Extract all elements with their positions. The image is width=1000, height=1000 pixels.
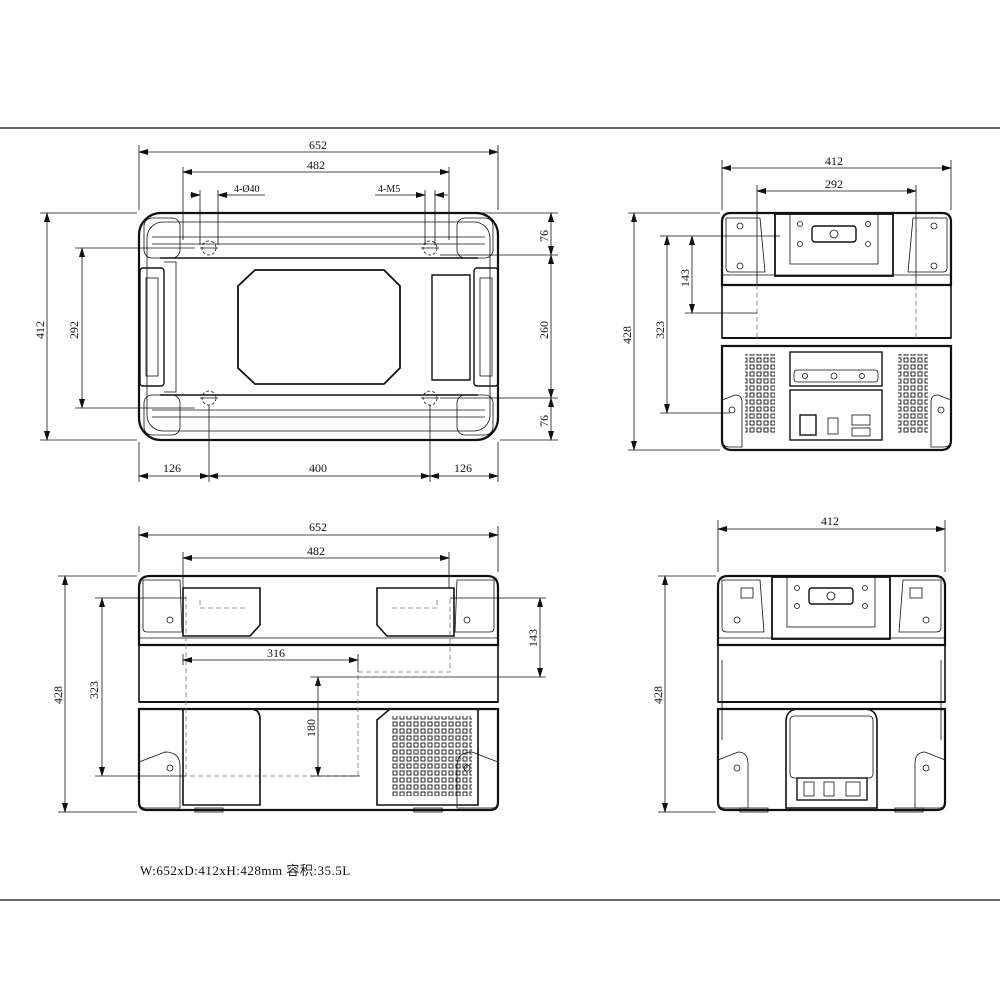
note-hole: 4-Ø40 [234, 184, 260, 195]
note-thread: 4-M5 [378, 184, 400, 195]
dim-side-292: 292 [825, 177, 843, 191]
side-view-upper: 412 292 143 323 428 [620, 154, 953, 452]
dim-top-400: 400 [309, 461, 327, 475]
front-view: 652 482 316 180 143 323 428 [51, 520, 546, 813]
dim-side-412: 412 [825, 154, 843, 168]
lid-panel [237, 269, 401, 385]
dim-side2-412: 412 [821, 514, 839, 528]
top-view: 652 482 4-Ø40 4-M5 412 292 76 260 [33, 138, 558, 482]
dim-top-76-a: 76 [537, 230, 551, 242]
dim-top-126-b: 126 [454, 461, 472, 475]
dim-front-428: 428 [51, 686, 65, 704]
side-view-lower: 412 428 [651, 514, 947, 813]
dim-front-482: 482 [307, 544, 325, 558]
dim-side-143: 143 [678, 269, 692, 287]
dim-side-323: 323 [653, 321, 667, 339]
dim-top-126-a: 126 [163, 461, 181, 475]
mount-holes [200, 240, 439, 406]
spec-caption: W:652xD:412xH:428mm 容积:35.5L [140, 863, 351, 878]
dim-top-76-b: 76 [537, 415, 551, 427]
dim-top-482: 482 [307, 158, 325, 172]
dim-side-428: 428 [620, 326, 634, 344]
dim-top-260: 260 [537, 321, 551, 339]
dim-top-652: 652 [309, 138, 327, 152]
dim-front-323: 323 [87, 681, 101, 699]
dim-top-412: 412 [33, 321, 47, 339]
dim-side2-428: 428 [651, 686, 665, 704]
dim-front-180: 180 [304, 719, 318, 737]
dim-front-316: 316 [267, 646, 285, 660]
dim-top-292: 292 [67, 321, 81, 339]
dim-front-652: 652 [309, 520, 327, 534]
dim-front-143: 143 [526, 629, 540, 647]
